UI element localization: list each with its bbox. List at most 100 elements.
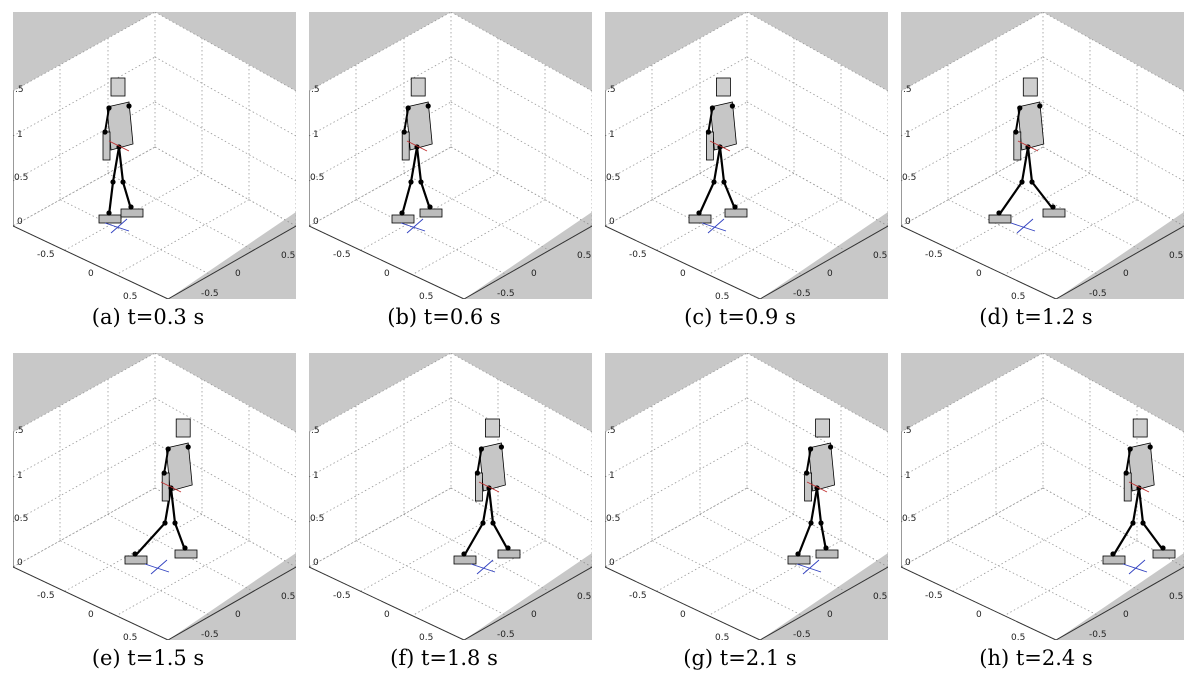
x-tick-label: 0.5 [1011, 292, 1025, 299]
z-tick-label: .5 [903, 426, 912, 436]
z-tick-label: 0.5 [902, 173, 916, 183]
left-foot [124, 555, 148, 565]
humanoid-robot [988, 77, 1066, 234]
joint [478, 446, 484, 452]
subfigure-caption: (h) t=2.4 s [979, 646, 1093, 670]
joint [401, 129, 407, 135]
y-axis-line [463, 566, 592, 640]
y-tick-label: -0.5 [793, 630, 811, 640]
joint [182, 545, 188, 551]
head [815, 418, 831, 438]
left-foot [988, 214, 1012, 224]
right-foot [174, 549, 198, 559]
z-tick-label: 0 [313, 558, 319, 568]
z-tick-label: 0 [313, 217, 319, 227]
x-tick-label: -0.5 [333, 250, 351, 260]
y-tick-label: 0.5 [577, 251, 591, 261]
humanoid-robot [98, 77, 144, 234]
x-tick-label: 0.5 [419, 292, 433, 299]
joint [1123, 470, 1129, 476]
left-foot [1102, 555, 1126, 565]
x-tick-label: -0.5 [37, 591, 55, 601]
frame-marker [709, 140, 731, 152]
joint [711, 179, 717, 185]
x-tick-label: 0.5 [123, 633, 137, 640]
y-tick-label: 0.5 [281, 592, 295, 602]
humanoid-robot [453, 418, 521, 575]
arm [706, 131, 714, 161]
subfigure-caption: (g) t=2.1 s [683, 646, 797, 670]
joint [1037, 103, 1043, 109]
joint [1130, 520, 1136, 526]
arm [474, 472, 483, 502]
right-foot [120, 208, 144, 218]
subfigure-caption: (c) t=0.9 s [684, 305, 796, 329]
joint [425, 103, 431, 109]
z-tick-label: .5 [311, 85, 320, 95]
arm [804, 472, 813, 502]
joint [106, 105, 112, 111]
joint [1019, 179, 1025, 185]
joint [1140, 520, 1146, 526]
x-tick-label: 0.5 [1011, 633, 1025, 640]
joint [1147, 444, 1153, 450]
right-foot [724, 208, 748, 218]
y-tick-label: 0.5 [1169, 592, 1183, 602]
right-foot [419, 208, 443, 218]
plot-area [13, 353, 296, 640]
x-tick-label: 0.5 [715, 633, 729, 640]
x-tick-label: 0 [976, 610, 982, 620]
arm [102, 131, 111, 161]
humanoid-robot [1102, 418, 1176, 575]
y-tick-label: -0.5 [497, 630, 515, 640]
x-axis-line [309, 566, 465, 640]
frame-marker [160, 481, 182, 493]
joint [1017, 105, 1023, 111]
y-tick-label: -0.5 [1089, 630, 1107, 640]
y-tick-label: 0.5 [873, 592, 887, 602]
joint [405, 105, 411, 111]
plot-area [13, 12, 296, 299]
y-axis-line [759, 566, 888, 640]
frame-marker [406, 218, 424, 234]
joint [1160, 545, 1166, 551]
shoulder-link [1125, 448, 1132, 474]
joint [132, 551, 138, 557]
subfigure-caption: (d) t=1.2 s [979, 305, 1093, 329]
frame-marker [400, 222, 426, 232]
head [175, 418, 191, 438]
joint [126, 103, 132, 109]
humanoid-robot [391, 77, 443, 234]
x-tick-label: 0 [88, 269, 94, 279]
y-tick-label: 0.5 [577, 592, 591, 602]
x-tick-label: 0 [384, 610, 390, 620]
frame-marker [701, 222, 727, 232]
frame-marker [476, 559, 494, 575]
right-foot [497, 549, 521, 559]
x-axis-line [309, 225, 465, 299]
plot-3d: .510.50-0.500.500.5-0.5 [13, 353, 296, 640]
left-foot [391, 214, 415, 224]
frame-marker [1017, 140, 1039, 152]
x-axis-line [13, 566, 169, 640]
x-tick-label: 0 [88, 610, 94, 620]
head [1022, 77, 1038, 97]
joint [162, 520, 168, 526]
z-tick-label: 0.5 [14, 514, 28, 524]
joint [418, 179, 424, 185]
plot-area [309, 12, 592, 299]
humanoid-robot [787, 418, 839, 575]
plot-3d: .510.50-0.500.500.5-0.5 [901, 353, 1184, 640]
joint [828, 444, 834, 450]
x-axis-line [605, 225, 761, 299]
joint [172, 520, 178, 526]
z-tick-label: 0 [905, 558, 911, 568]
z-tick-label: 1 [313, 471, 319, 481]
joint [1013, 129, 1019, 135]
plot-area [901, 353, 1184, 640]
